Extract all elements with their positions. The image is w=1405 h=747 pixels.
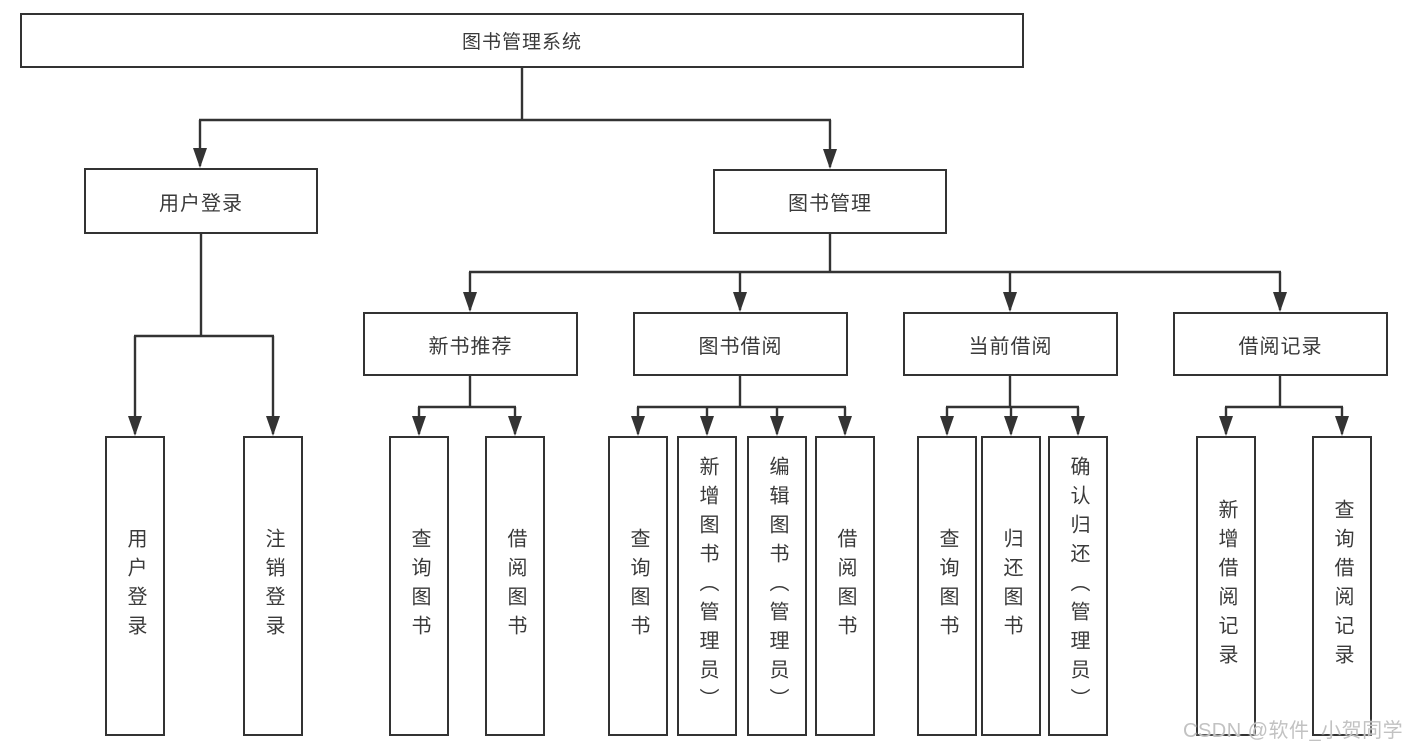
node-borrow-records-label: 借阅记录 (1238, 335, 1323, 358)
leaf-add-books-admin: 新增图书（管理员） (677, 436, 737, 736)
leaf-return-books-label: 归还图书 (1000, 528, 1022, 644)
node-new-book-recommend: 新书推荐 (363, 312, 578, 376)
leaf-query-books-recommend: 查询图书 (389, 436, 449, 736)
leaf-query-borrow-record-label: 查询借阅记录 (1331, 499, 1353, 673)
node-user-login: 用户登录 (84, 168, 318, 234)
leaf-borrow-books-recommend-label: 借阅图书 (504, 528, 526, 644)
leaf-user-login-label: 用户登录 (124, 528, 146, 644)
node-borrow-records: 借阅记录 (1173, 312, 1388, 376)
leaf-logout-label: 注销登录 (262, 528, 284, 644)
leaf-query-borrow-record: 查询借阅记录 (1312, 436, 1372, 736)
leaf-user-login: 用户登录 (105, 436, 165, 736)
leaf-confirm-return-admin: 确认归还（管理员） (1048, 436, 1108, 736)
node-book-management: 图书管理 (713, 169, 947, 234)
node-book-management-label: 图书管理 (788, 193, 872, 215)
leaf-borrow-books-recommend: 借阅图书 (485, 436, 545, 736)
node-current-borrow-label: 当前借阅 (968, 335, 1053, 358)
leaf-borrow-books-label: 借阅图书 (834, 528, 856, 644)
leaf-edit-books-admin-label: 编辑图书（管理员） (766, 455, 788, 717)
leaf-query-books-borrow: 查询图书 (608, 436, 668, 736)
leaf-query-books-current-label: 查询图书 (936, 528, 958, 644)
node-user-login-label: 用户登录 (159, 192, 243, 215)
leaf-query-books-borrow-label: 查询图书 (627, 528, 649, 644)
node-current-borrow: 当前借阅 (903, 312, 1118, 376)
leaf-logout: 注销登录 (243, 436, 303, 736)
leaf-add-borrow-record-label: 新增借阅记录 (1215, 499, 1237, 673)
csdn-watermark: CSDN @软件_小贺同学 (1183, 720, 1404, 742)
leaf-confirm-return-admin-label: 确认归还（管理员） (1067, 455, 1089, 717)
leaf-return-books: 归还图书 (981, 436, 1041, 736)
node-root-label: 图书管理系统 (461, 32, 582, 53)
node-root: 图书管理系统 (20, 13, 1024, 68)
leaf-borrow-books: 借阅图书 (815, 436, 875, 736)
node-book-borrow-label: 图书借阅 (698, 335, 783, 358)
leaf-add-books-admin-label: 新增图书（管理员） (696, 455, 718, 717)
leaf-query-books-current: 查询图书 (917, 436, 977, 736)
leaf-edit-books-admin: 编辑图书（管理员） (747, 436, 807, 736)
node-book-borrow: 图书借阅 (633, 312, 848, 376)
leaf-add-borrow-record: 新增借阅记录 (1196, 436, 1256, 736)
leaf-query-books-recommend-label: 查询图书 (408, 528, 430, 644)
node-new-book-recommend-label: 新书推荐 (428, 335, 513, 358)
